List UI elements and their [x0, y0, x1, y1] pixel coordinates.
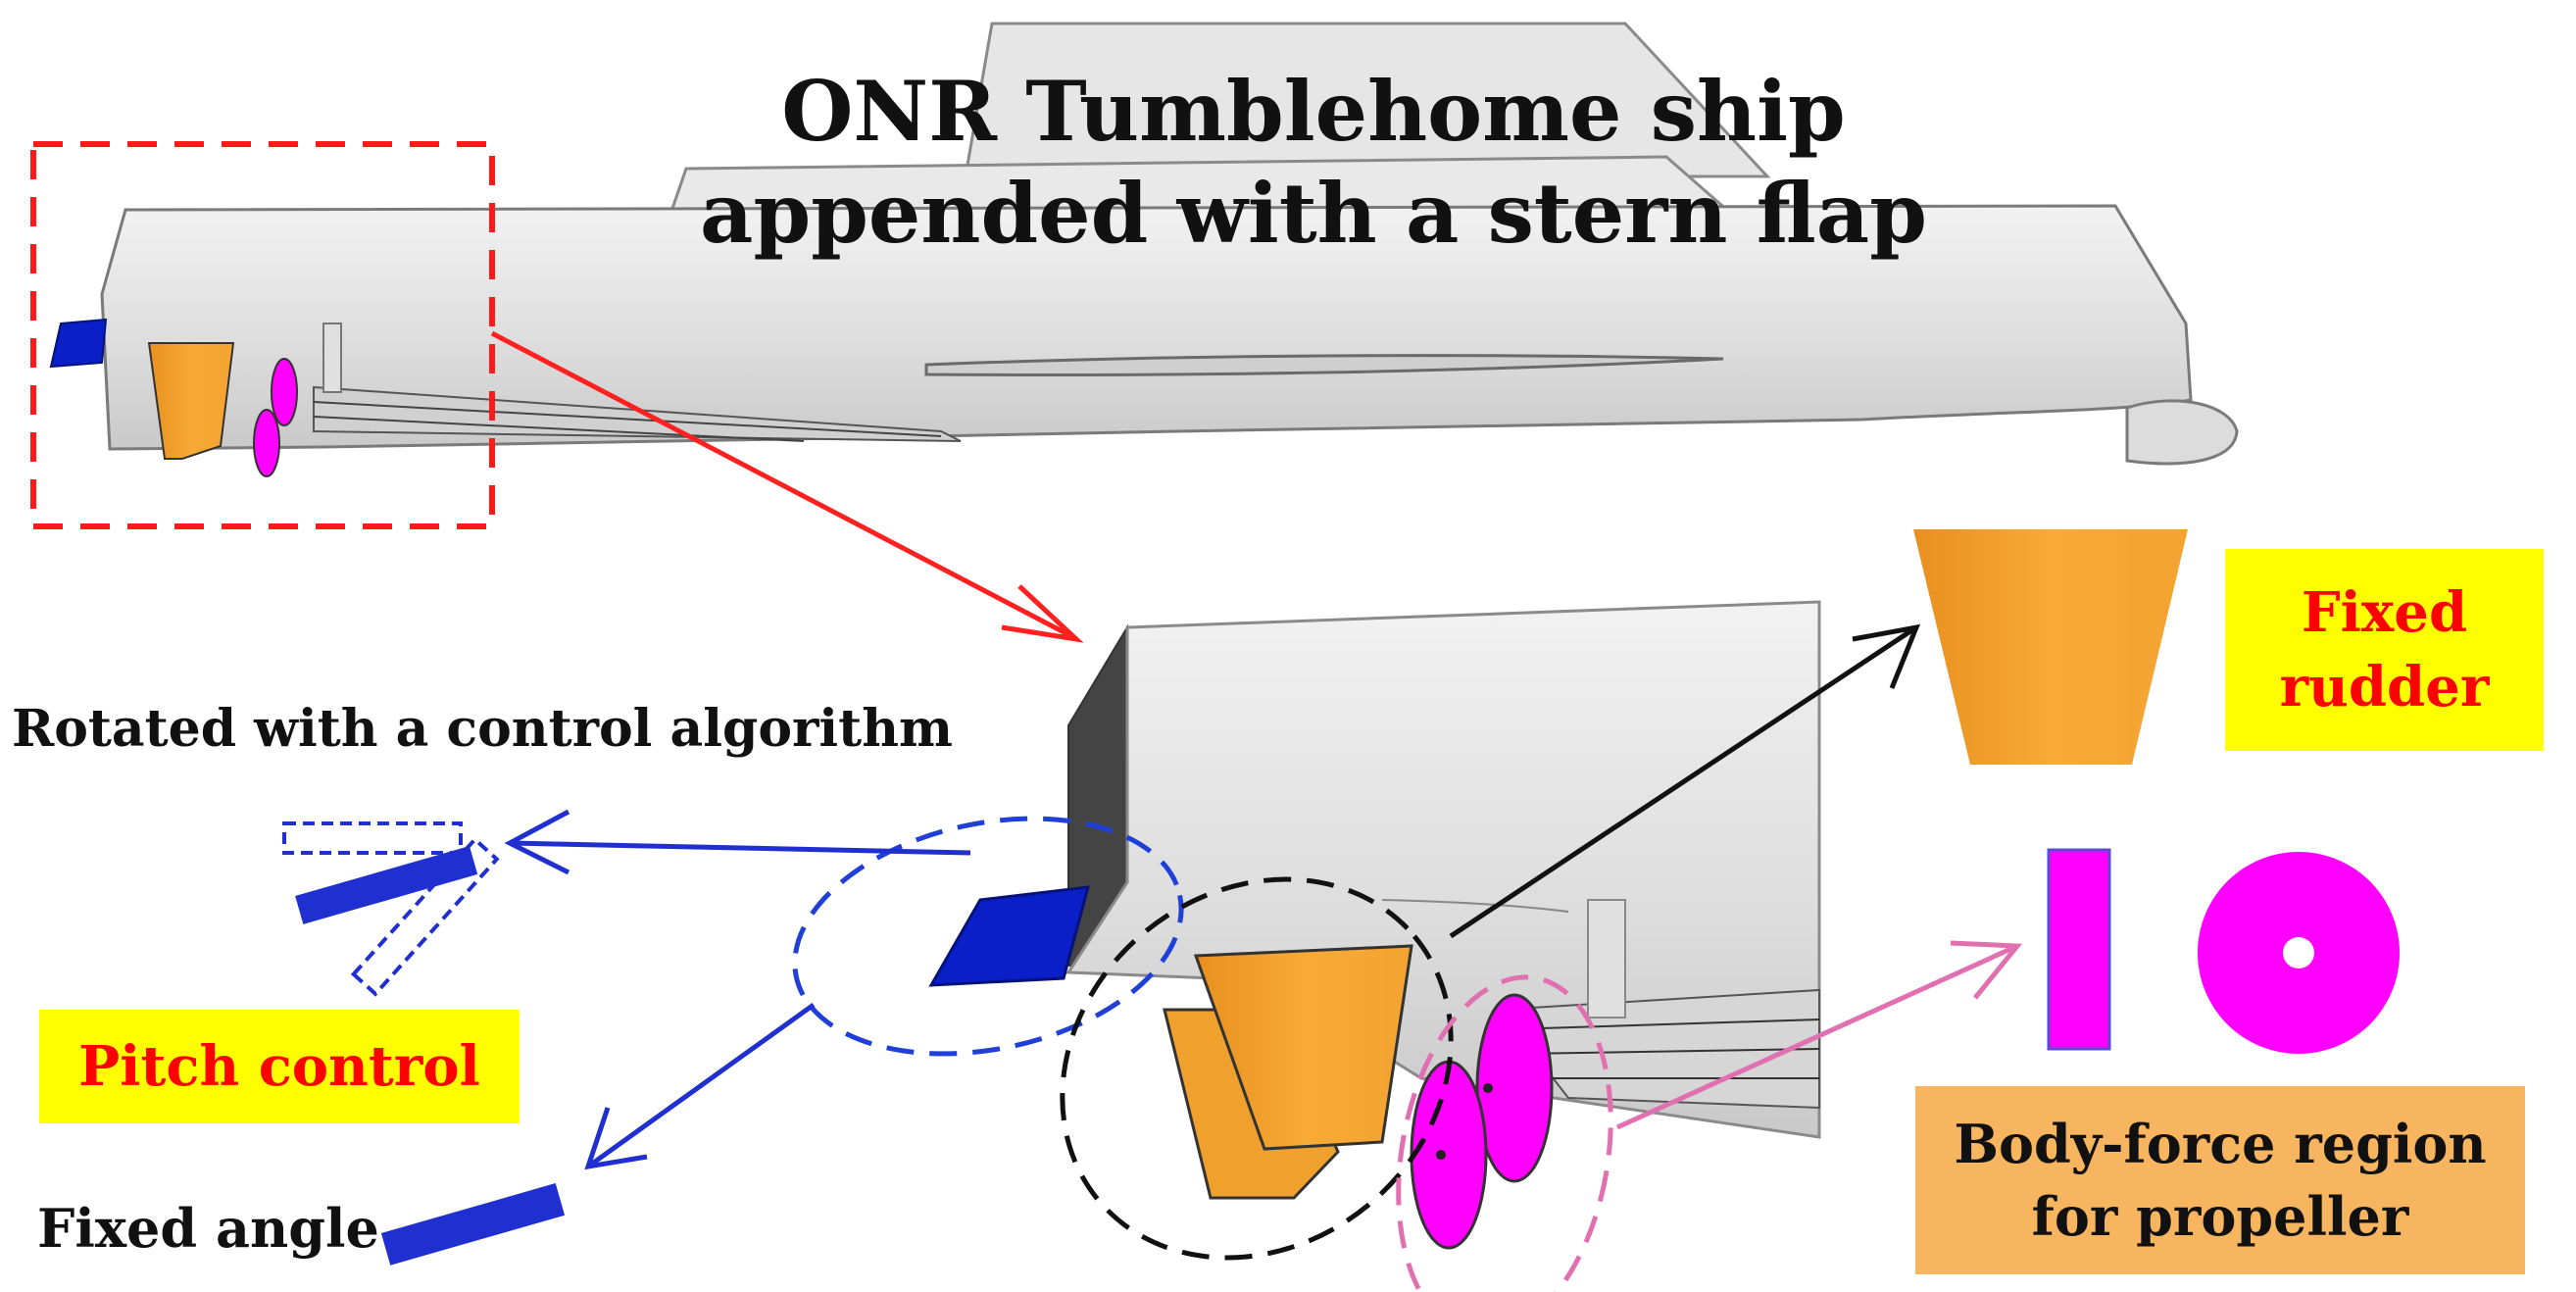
propeller-arrow [1615, 943, 2019, 1130]
rudder-arrowhead [1852, 623, 1921, 689]
propeller-side-view [2047, 848, 2111, 1051]
pitch-arrowhead [504, 809, 570, 875]
rudder-dashed-ellipse [1060, 876, 1454, 1261]
flap-outline-down [350, 836, 500, 997]
stern-closeup [928, 600, 1821, 1250]
propeller-dashed-ellipse [1396, 974, 1613, 1292]
pitch-control-text: Pitch control [78, 1034, 480, 1099]
flap-dashed-ellipse [792, 816, 1184, 1057]
fixed-arrow [586, 1002, 816, 1169]
fixed-rudder-label: Fixed rudder [2225, 549, 2544, 751]
flap-outline-horizontal [282, 821, 463, 855]
pitch-flap-icons [282, 821, 566, 1266]
zoom-arrowhead [1001, 584, 1084, 643]
fixed-rudder-text-1: Fixed [2301, 580, 2468, 645]
rotated-label: Rotated with a control algorithm [12, 699, 954, 759]
ship-rudder [147, 342, 235, 460]
ship-bow-bulb [2125, 399, 2239, 466]
flap-fixed-angle [380, 1183, 566, 1266]
body-force-text-2: for propeller [2031, 1185, 2409, 1248]
fixed-angle-label: Fixed angle [37, 1197, 379, 1260]
body-force-text-1: Body-force region [1954, 1113, 2487, 1175]
closeup-propeller-1 [1475, 993, 1554, 1183]
flap-solid-rotated [295, 846, 478, 924]
fixed-rudder-text-2: rudder [2279, 655, 2490, 720]
propeller-arrowhead [1950, 940, 2023, 1000]
diagram-title: ONR Tumblehome ship appended with a ster… [686, 61, 1941, 265]
closeup-strut [1587, 899, 1626, 1019]
closeup-propeller-2 [1410, 1060, 1488, 1250]
fixed-arrowhead [584, 1107, 648, 1170]
title-line-2: appended with a stern flap [700, 165, 1927, 262]
rudder-arrow [1449, 624, 1918, 939]
pitch-control-label: Pitch control [39, 1010, 520, 1123]
zoom-arrow [490, 330, 1075, 640]
ship-propeller-1 [271, 358, 298, 426]
ship-strut [322, 323, 342, 393]
closeup-rudder-front [1193, 944, 1413, 1151]
title-line-1: ONR Tumblehome ship [781, 63, 1846, 160]
closeup-stern-flap [928, 885, 1091, 987]
body-force-label: Body-force region for propeller [1915, 1086, 2525, 1274]
fixed-rudder-shape [1913, 529, 2188, 765]
propeller-hub-hole [2283, 937, 2314, 969]
ship-propeller-2 [253, 409, 280, 477]
ship-stern-flap [49, 318, 108, 369]
ship-overview [49, 22, 2239, 477]
ship-bilge-keel [924, 354, 1724, 376]
pitch-arrow [509, 840, 971, 856]
ship-tower [964, 22, 1771, 178]
